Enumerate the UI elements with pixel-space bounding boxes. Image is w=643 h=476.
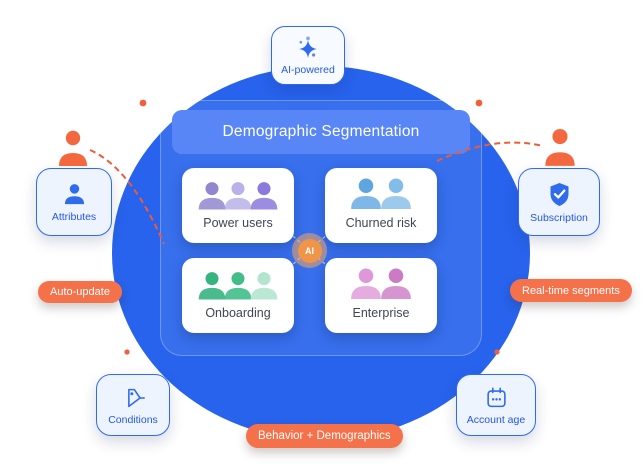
people-group-icon [347, 175, 415, 213]
tag-behavior-demographics: Behavior + Demographics [246, 424, 403, 448]
people-group-icon [195, 175, 281, 213]
calendar-icon [486, 386, 506, 407]
person-icon [198, 272, 226, 300]
filter-icon [127, 388, 145, 407]
panel-title: Demographic Segmentation [222, 123, 420, 140]
side-card-label: Account age [466, 413, 526, 426]
segment-label: Onboarding [205, 306, 271, 320]
segment-card-churned-risk: Churned risk [325, 168, 437, 243]
person-icon [351, 178, 381, 210]
person-icon [198, 182, 226, 210]
ai-hub-badge: AI [292, 233, 327, 268]
sparkle-icon [299, 36, 317, 58]
card-account-age: Account age [456, 374, 536, 436]
segment-label: Power users [203, 216, 273, 230]
people-group-icon [347, 265, 415, 303]
ai-powered-badge: AI-powered [271, 26, 345, 85]
segment-card-onboarding: Onboarding [182, 258, 294, 333]
ai-hub-label: AI [297, 238, 322, 263]
side-card-label: Conditions [108, 413, 158, 426]
ai-powered-label: AI-powered [281, 63, 335, 76]
user-silhouette-left-icon [59, 130, 87, 166]
person-icon [250, 182, 278, 210]
person-icon [224, 272, 252, 300]
panel-title-bar: Demographic Segmentation [172, 110, 470, 154]
user-icon [64, 184, 84, 205]
card-attributes: Attributes [36, 168, 112, 236]
side-card-label: Subscription [530, 211, 588, 224]
person-icon [250, 272, 278, 300]
people-group-icon [195, 265, 281, 303]
tag-real-time-segments: Real-time segments [510, 279, 632, 302]
person-icon [351, 268, 381, 300]
segment-card-enterprise: Enterprise [325, 258, 437, 333]
user-silhouette-right-icon [545, 128, 575, 166]
person-icon [224, 182, 252, 210]
shield-check-icon [550, 182, 568, 206]
segment-label: Enterprise [352, 306, 410, 320]
person-icon [381, 178, 411, 210]
card-subscription: Subscription [518, 168, 600, 236]
side-card-label: Attributes [51, 211, 97, 223]
accent-dot [475, 99, 483, 107]
accent-dot [139, 99, 147, 107]
segment-label: Churned risk [345, 216, 417, 230]
tag-auto-update: Auto-update [38, 281, 122, 303]
segment-card-power-users: Power users [182, 168, 294, 243]
person-icon [381, 268, 411, 300]
accent-dot [124, 349, 130, 355]
card-conditions: Conditions [96, 374, 170, 436]
